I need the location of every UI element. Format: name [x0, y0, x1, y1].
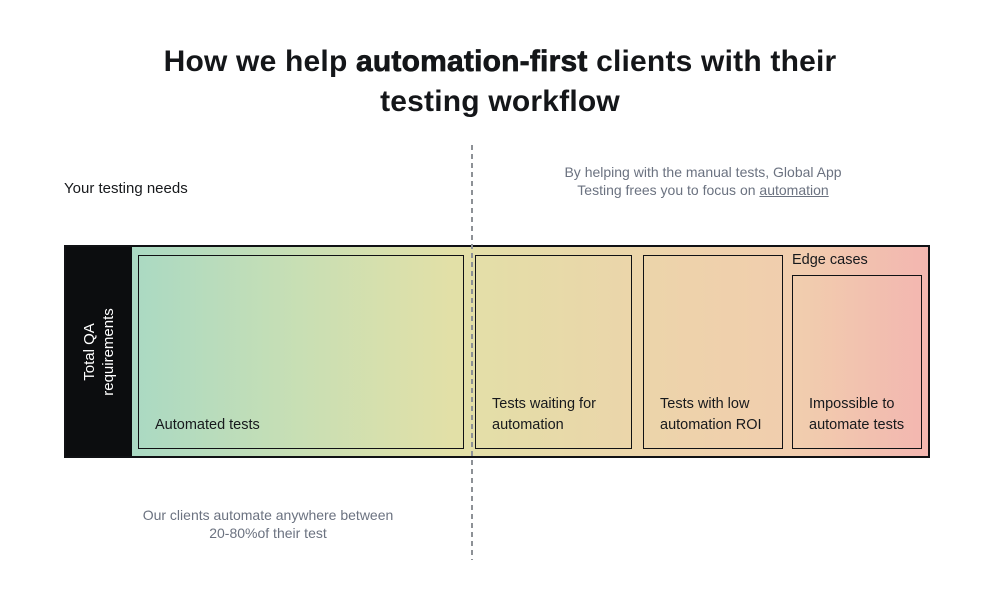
segment-tests-waiting-for-automation: Tests waiting for automation	[475, 255, 632, 449]
bottom-annotation: Our clients automate anywhere between 20…	[103, 507, 433, 542]
right-annotation-line-1: By helping with the manual tests, Global…	[564, 164, 842, 180]
total-qa-axis: Total QA requirements	[66, 247, 132, 456]
segment-impossible-to-automate: Impossible to automate tests	[792, 275, 922, 449]
gradient-spectrum: Automated tests Tests waiting for automa…	[132, 247, 928, 456]
right-annotation: By helping with the manual tests, Global…	[540, 164, 866, 199]
segment-tests-low-automation-roi: Tests with low automation ROI	[643, 255, 783, 449]
segment-label: Tests with low automation ROI	[660, 396, 762, 433]
bottom-annotation-line-1: Our clients automate anywhere between	[142, 507, 394, 523]
segment-label: Automated tests	[155, 417, 260, 433]
title-suffix: clients with their	[587, 45, 837, 78]
automation-link[interactable]: automation	[759, 181, 829, 198]
segment-automated-tests: Automated tests	[138, 255, 464, 449]
page-title: How we help automation-first clients wit…	[0, 42, 1000, 122]
title-line-2: testing workflow	[380, 85, 620, 118]
bottom-annotation-line-2: 20-80%of their test	[209, 524, 327, 541]
segment-label: Tests waiting for automation	[492, 396, 596, 433]
title-line-1: How we help automation-first clients wit…	[0, 42, 1000, 82]
segment-label: Impossible to automate tests	[809, 396, 905, 433]
title-highlight: automation-first	[356, 45, 588, 79]
left-axis-caption: Your testing needs	[64, 180, 188, 197]
right-annotation-line-2: Testing frees you to focus on	[577, 181, 760, 198]
qa-requirements-bar: Total QA requirements Automated tests Te…	[64, 245, 930, 458]
total-qa-axis-label: Total QA requirements	[81, 307, 117, 396]
edge-cases-label: Edge cases	[792, 252, 868, 268]
divider-dashed-line	[471, 145, 473, 560]
title-prefix: How we help	[163, 45, 357, 78]
